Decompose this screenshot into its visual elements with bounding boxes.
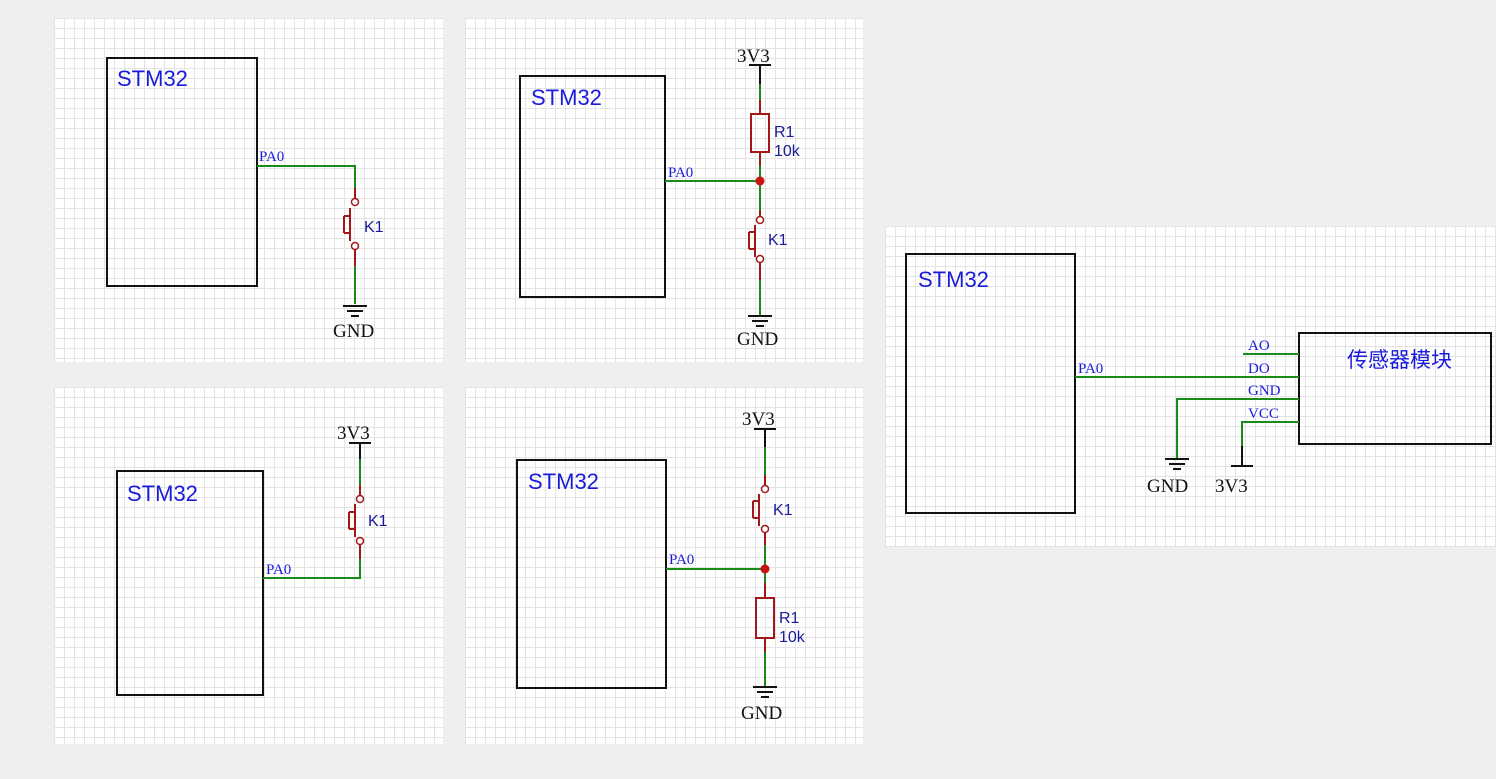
gnd-symbol: [748, 315, 772, 327]
gnd-symbol: [753, 686, 777, 698]
push-button-switch: [348, 485, 365, 559]
gnd-symbol: [1165, 458, 1189, 470]
gnd-label: GND: [737, 329, 778, 350]
schematic-1-canvas: STM32 PA0 K1 GND: [106, 57, 384, 342]
switch-label: K1: [368, 513, 388, 530]
resistor-ref: R1: [779, 610, 800, 627]
schematic-4-canvas: STM32 PA0 3V3 K1 R1 10k GND: [516, 409, 806, 724]
resistor-value: 10k: [774, 143, 801, 160]
module-pin-vcc: VCC: [1248, 406, 1279, 422]
wire-pa0: [263, 559, 361, 579]
mcu-label: STM32: [127, 481, 198, 506]
schematic-panel-pulldown: STM32 PA0 3V3 K1 R1 10k GND: [465, 387, 863, 744]
resistor-ref: R1: [774, 124, 795, 141]
mcu-label: STM32: [117, 66, 188, 91]
vcc-label: 3V3: [337, 423, 370, 444]
mcu-block: [116, 470, 264, 696]
module-pin-ao: AO: [1248, 338, 1270, 354]
gnd-label: GND: [741, 703, 782, 724]
pin-label: PA0: [668, 165, 693, 181]
schematic-panel-button-to-gnd: STM32 PA0 K1 GND: [54, 18, 443, 362]
mcu-block: [519, 75, 666, 298]
schematic-2-canvas: STM32 PA0 3V3 R1 10k K1 GND: [519, 46, 801, 350]
schematic-panel-pullup: STM32 PA0 3V3 R1 10k K1 GND: [465, 18, 863, 362]
module-pin-gnd: GND: [1248, 383, 1281, 399]
push-button-switch: [343, 188, 360, 266]
push-button-switch: [748, 210, 765, 280]
resistor: [750, 113, 770, 153]
switch-label: K1: [364, 219, 384, 236]
mcu-label: STM32: [528, 469, 599, 494]
push-button-switch: [752, 475, 770, 545]
module-pin-do: DO: [1248, 361, 1270, 377]
wire-pa0: [257, 165, 356, 188]
mcu-block: [905, 253, 1076, 514]
mcu-block: [516, 459, 667, 689]
vcc-label: 3V3: [742, 409, 775, 430]
vcc-label: 3V3: [1215, 476, 1248, 497]
schematic-panel-button-to-vcc: STM32 PA0 3V3 K1: [54, 387, 443, 744]
pin-label: PA0: [259, 149, 284, 165]
junction-dot: [760, 564, 770, 574]
mcu-block: [106, 57, 258, 287]
schematic-3-canvas: STM32 PA0 3V3 K1: [116, 423, 388, 696]
mcu-label: STM32: [531, 85, 602, 110]
pin-label: PA0: [266, 562, 291, 578]
schematic-panel-sensor-module: STM32 PA0 传感器模块 AO DO GND VCC GND 3V3: [885, 226, 1496, 547]
resistor-value: 10k: [779, 629, 806, 646]
sensor-module-title: 传感器模块: [1347, 348, 1452, 372]
gnd-label: GND: [1147, 476, 1188, 497]
resistor: [755, 597, 775, 639]
vcc-label: 3V3: [737, 46, 770, 67]
sensor-module-block: [1298, 332, 1492, 445]
switch-label: K1: [773, 502, 793, 519]
pin-label: PA0: [669, 552, 694, 568]
gnd-symbol: [343, 305, 367, 317]
switch-label: K1: [768, 232, 788, 249]
gnd-label: GND: [333, 321, 374, 342]
junction-dot: [755, 176, 765, 186]
pin-label: PA0: [1078, 361, 1103, 377]
schematic-5-canvas: STM32 PA0 传感器模块 AO DO GND VCC GND 3V3: [905, 253, 1492, 514]
mcu-label: STM32: [918, 267, 989, 292]
wire-gnd: [1176, 398, 1243, 459]
